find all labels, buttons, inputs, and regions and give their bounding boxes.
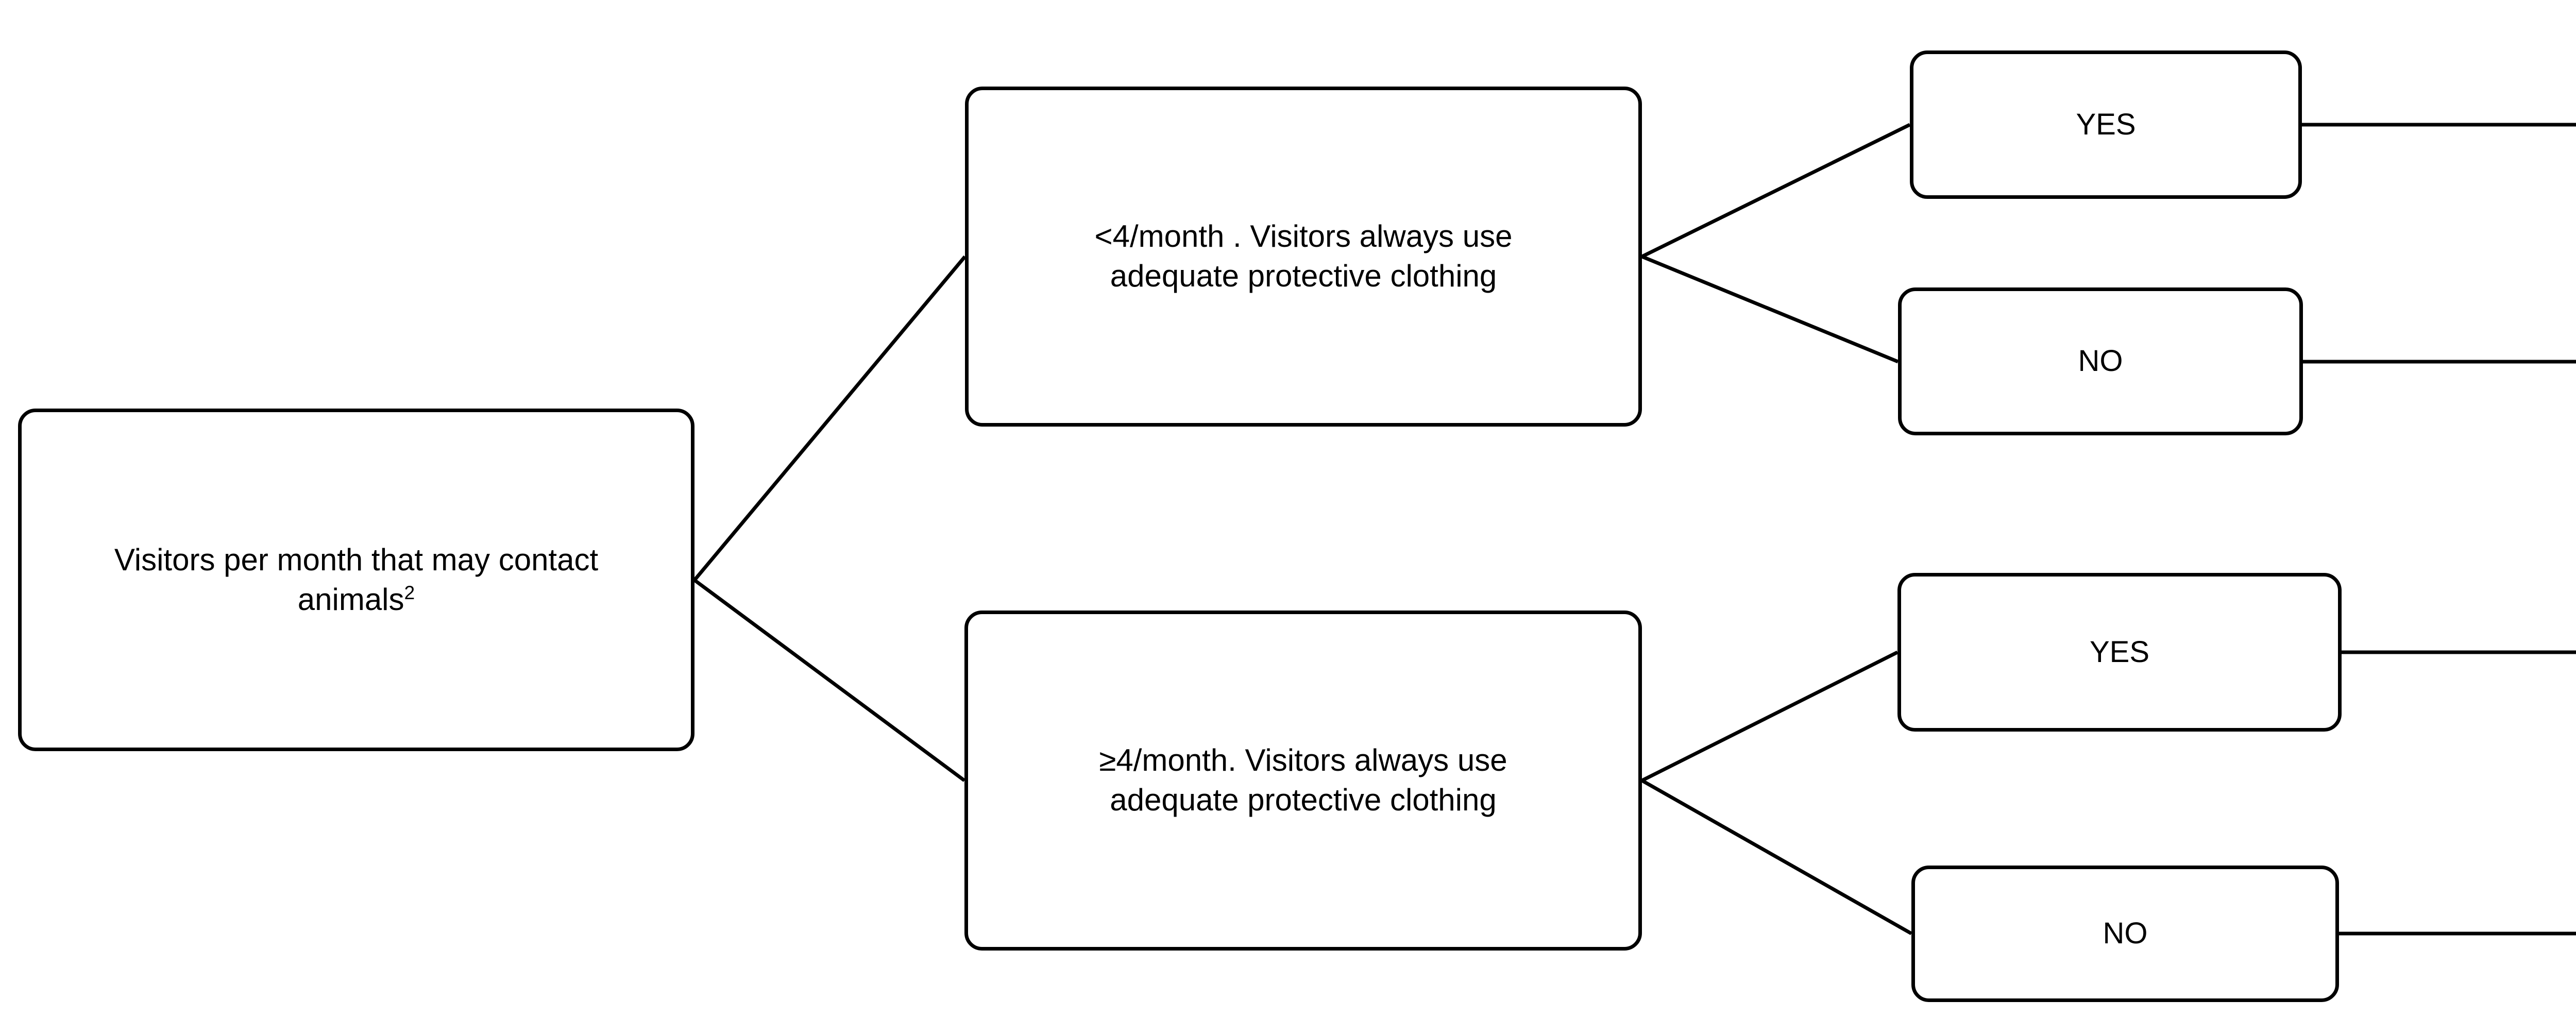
answer-yes-1-label: YES [2076, 107, 2136, 141]
decision-1-line-1: <4/month . Visitors always use [1094, 219, 1513, 254]
edge-root-to-decision-1 [693, 255, 967, 582]
decision-node-1-label: <4/month . Visitors always use adequate p… [1082, 217, 1525, 296]
decision-node-2-label: ≥4/month. Visitors always use adequate pr… [1087, 741, 1519, 820]
answer-yes-2-label: YES [2089, 635, 2150, 669]
decision-1-line-2: adequate protective clothing [1110, 259, 1497, 293]
root-label-line-1: Visitors per month that may contact [114, 542, 599, 577]
root-node[interactable]: Visitors per month that may contact anima… [18, 409, 694, 751]
decision-2-line-1: ≥4/month. Visitors always use [1099, 743, 1507, 778]
edge-decision-2-to-yes-2 [1641, 650, 1899, 783]
answer-node-yes-2[interactable]: YES [1897, 573, 2342, 732]
root-label-superscript: 2 [404, 581, 415, 603]
edge-decision-1-to-no-1 [1641, 255, 1899, 364]
decision-node-2[interactable]: ≥4/month. Visitors always use adequate pr… [964, 611, 1642, 951]
edge-decision-2-to-no-2 [1641, 778, 1912, 936]
edge-decision-1-to-yes-1 [1641, 123, 1911, 259]
decision-node-1[interactable]: <4/month . Visitors always use adequate p… [965, 87, 1642, 427]
root-label-line-2: animals [297, 582, 404, 617]
answer-node-yes-1[interactable]: YES [1910, 50, 2302, 199]
answer-node-no-2[interactable]: NO [1911, 866, 2339, 1002]
root-node-label: Visitors per month that may contact anima… [102, 540, 611, 620]
answer-node-no-1[interactable]: NO [1898, 287, 2303, 435]
answer-no-2-label: NO [2103, 917, 2148, 951]
answer-no-1-label: NO [2078, 344, 2123, 378]
edge-root-to-decision-2 [693, 579, 966, 782]
decision-2-line-2: adequate protective clothing [1110, 783, 1497, 817]
